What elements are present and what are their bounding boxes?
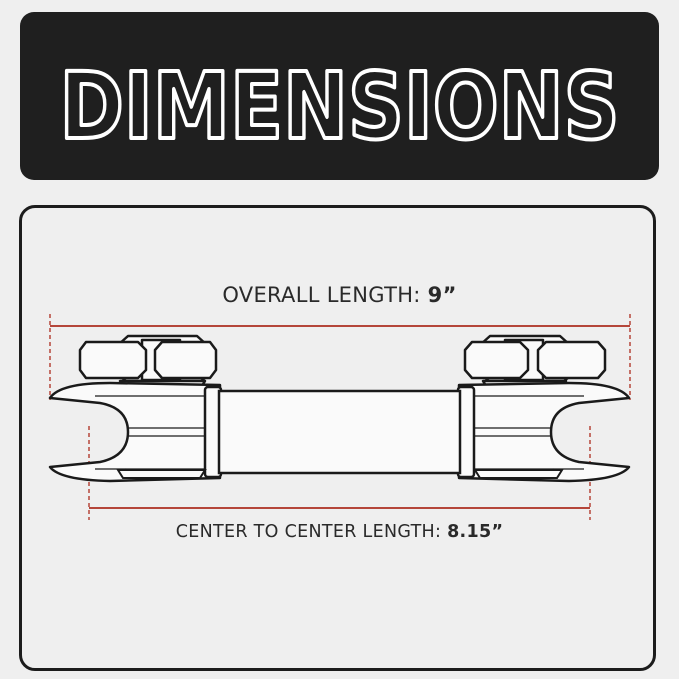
left-knob [78, 334, 218, 391]
right-knob-base [473, 469, 564, 479]
left-knob-base [116, 469, 207, 479]
arm-tube [217, 389, 462, 475]
c2c-length-value: 8.15” [447, 522, 504, 542]
title-banner: DIMENSIONS [20, 12, 659, 180]
c2c-length-text: CENTER TO CENTER LENGTH: [175, 522, 448, 542]
right-socket [457, 381, 631, 483]
overall-length-label: OVERALL LENGTH: 9” [0, 283, 679, 307]
left-socket [48, 381, 222, 483]
page-title: DIMENSIONS [60, 53, 620, 160]
right-knob [463, 334, 607, 391]
overall-length-text: OVERALL LENGTH: [222, 283, 428, 307]
overall-length-value: 9” [427, 283, 457, 307]
center-to-center-label: CENTER TO CENTER LENGTH: 8.15” [0, 522, 679, 542]
title-svg: DIMENSIONS [58, 51, 622, 162]
